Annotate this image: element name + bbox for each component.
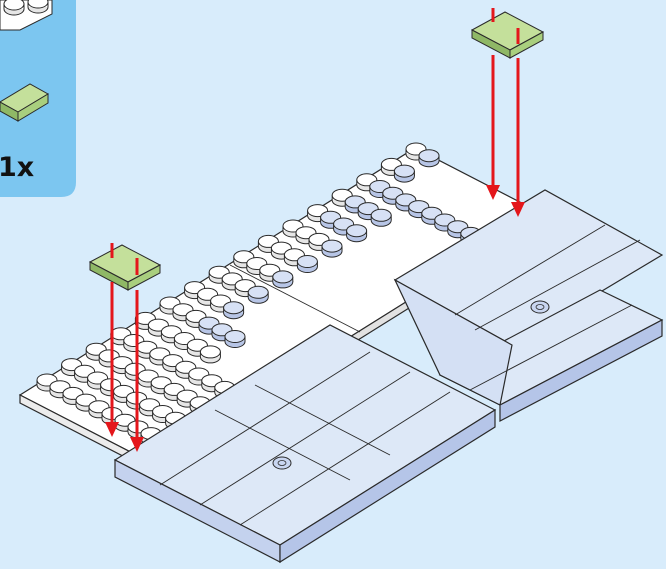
round-stud-center-right xyxy=(531,301,549,313)
stud xyxy=(371,209,391,226)
green-tile-right xyxy=(472,12,543,58)
stud xyxy=(200,346,220,363)
stud xyxy=(347,225,367,242)
green-tile-left xyxy=(90,245,160,290)
stud xyxy=(224,302,244,319)
stud xyxy=(419,150,439,167)
stud xyxy=(297,256,317,273)
stud xyxy=(248,286,268,303)
stud xyxy=(273,271,293,288)
quantity-label: 1x xyxy=(0,152,34,183)
stud xyxy=(322,240,342,257)
stud xyxy=(225,331,245,348)
round-stud-center-left xyxy=(273,457,291,469)
stud xyxy=(394,165,414,182)
